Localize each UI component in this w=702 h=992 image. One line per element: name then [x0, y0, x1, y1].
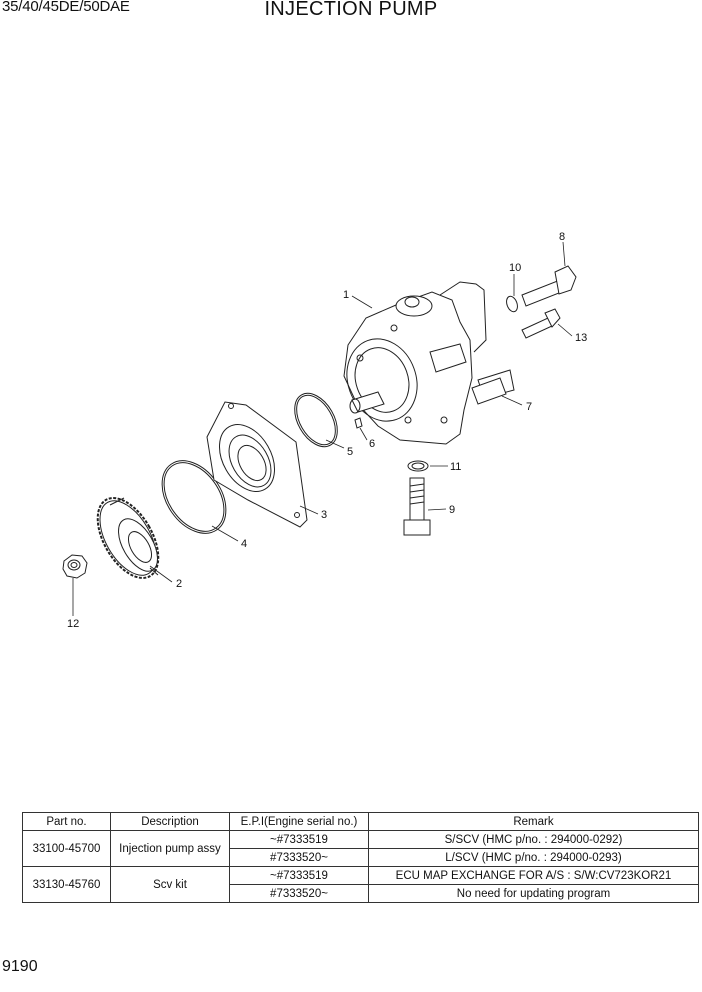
exploded-parts-diagram: 1 2 3 4 5 6 7 8 9 10 11 12 13	[62, 231, 587, 630]
remark-cell: No need for updating program	[368, 884, 699, 903]
header-part-no: Part no.	[22, 812, 111, 831]
flange-part-3	[206, 401, 308, 528]
page-number: 9190	[2, 958, 38, 975]
model-code: 35/40/45DE/50DAE	[2, 0, 130, 15]
table-header-row: Part no. Description E.P.I(Engine serial…	[22, 812, 699, 831]
epi-cell: #7333520~	[229, 884, 369, 903]
remark-cell: L/SCV (HMC p/no. : 294000-0293)	[368, 848, 699, 867]
epi-cell: #7333520~	[229, 848, 369, 867]
callout-8: 8	[559, 231, 565, 243]
remark-cell: ECU MAP EXCHANGE FOR A/S : S/W:CV723KOR2…	[368, 866, 699, 885]
pump-body-part-1	[343, 281, 515, 445]
part-no-cell: 33130-45760	[22, 866, 111, 903]
key-part-6	[354, 417, 363, 429]
o-ring-part-10	[506, 295, 518, 313]
gear-part-2	[96, 497, 160, 579]
description-cell: Scv kit	[110, 866, 230, 903]
callout-1: 1	[343, 289, 349, 301]
remark-cell: S/SCV (HMC p/no. : 294000-0292)	[368, 830, 699, 849]
bolt-part-9	[403, 477, 431, 536]
callout-13: 13	[575, 332, 587, 344]
callout-5: 5	[347, 446, 353, 458]
table-row: #7333520~ No need for updating program	[23, 884, 699, 903]
leader-lines	[72, 241, 573, 616]
bolt-part-8	[521, 265, 577, 307]
page-title: INJECTION PUMP	[264, 0, 438, 20]
part-no-cell: 33100-45700	[22, 830, 111, 867]
callout-10: 10	[509, 262, 521, 274]
description-cell: Injection pump assy	[110, 830, 230, 867]
callout-3: 3	[321, 509, 327, 521]
callout-6: 6	[369, 438, 375, 450]
table-row: 33130-45760 Scv kit ~#7333519 ECU MAP EX…	[22, 866, 699, 903]
epi-cell: ~#7333519	[229, 866, 369, 885]
o-ring-part-5	[294, 392, 338, 448]
callout-12: 12	[67, 618, 79, 630]
callout-2: 2	[176, 578, 182, 590]
callout-11: 11	[450, 461, 461, 473]
washer-part-11	[407, 460, 429, 472]
table-row: #7333520~ L/SCV (HMC p/no. : 294000-0293…	[23, 848, 699, 867]
header-description: Description	[110, 812, 230, 831]
callout-9: 9	[449, 504, 455, 516]
table-row: 33100-45700 Injection pump assy ~#733351…	[22, 830, 699, 867]
callout-7: 7	[526, 401, 532, 413]
callout-4: 4	[241, 538, 247, 550]
epi-cell: ~#7333519	[229, 830, 369, 849]
bolt-part-13	[521, 308, 561, 339]
nut-part-12	[62, 554, 88, 579]
parts-table: Part no. Description E.P.I(Engine serial…	[22, 812, 699, 903]
header-epi: E.P.I(Engine serial no.)	[229, 812, 369, 831]
connector-part-7	[471, 377, 507, 405]
header-remark: Remark	[368, 812, 699, 831]
